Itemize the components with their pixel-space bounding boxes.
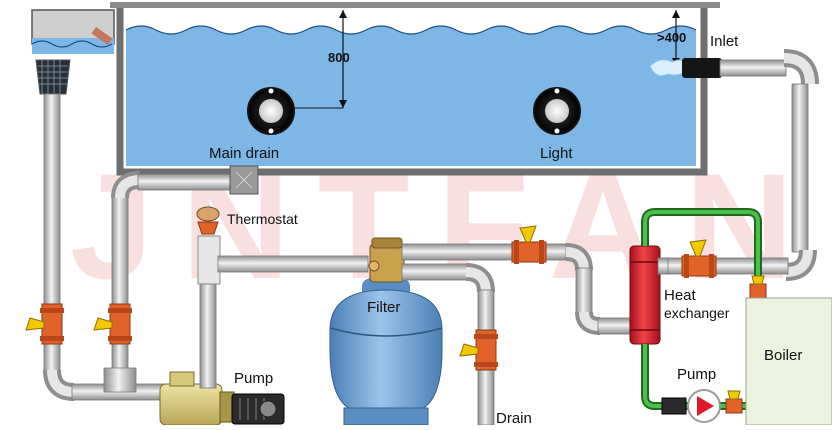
valve-return xyxy=(681,239,717,278)
pool-wall xyxy=(116,8,708,176)
main-pump-label: Pump xyxy=(234,370,273,387)
valve-handle[interactable] xyxy=(25,317,45,331)
skimmer-water xyxy=(32,38,114,54)
boiler-cabinet xyxy=(745,297,832,426)
valve-drain xyxy=(93,303,132,345)
main-drain-label: Main drain xyxy=(209,145,279,162)
skimmer-surface xyxy=(31,40,113,48)
inlet: Inlet xyxy=(649,33,787,78)
light: Light xyxy=(533,87,581,162)
thermostat-housing xyxy=(197,235,221,285)
pump-lid xyxy=(169,371,195,387)
hot-water-loop xyxy=(641,208,767,414)
boiler-valve-top xyxy=(749,283,767,299)
suction-tee xyxy=(103,367,137,393)
inlet-dimension-label: >400 xyxy=(657,30,686,45)
main-pump: Pump xyxy=(159,370,285,426)
light-label: Light xyxy=(540,145,573,162)
backwash-line: Drain xyxy=(401,263,532,427)
main-drain: Main drain xyxy=(209,87,295,162)
watermark-text: JNTFAN xyxy=(70,142,821,310)
filter-base xyxy=(343,407,429,426)
drain-valve-handle[interactable] xyxy=(459,343,479,357)
valve-handle[interactable] xyxy=(93,317,113,331)
filter-label: Filter xyxy=(367,299,400,316)
inlet-nozzle xyxy=(682,58,722,78)
heat-label: Heat xyxy=(664,287,697,304)
boiler: Boiler xyxy=(745,297,832,426)
circulation-pump-label: Pump xyxy=(677,366,716,383)
exchanger-label: exchanger xyxy=(664,305,730,321)
skimmer xyxy=(31,9,115,95)
heat-exchanger: Heat exchanger xyxy=(629,245,730,345)
boiler-label: Boiler xyxy=(764,347,802,364)
drain-line xyxy=(111,195,129,373)
valve-handle[interactable] xyxy=(689,239,707,257)
filter-inlet-pipe xyxy=(217,255,369,273)
valve-skimmer xyxy=(25,303,64,345)
pool xyxy=(110,2,720,176)
pool-deck xyxy=(110,2,720,8)
filter: Filter xyxy=(329,237,443,426)
drain-label: Drain xyxy=(496,410,532,425)
flow-arrow-icon xyxy=(697,396,714,416)
circulation-pump: Pump xyxy=(661,366,721,423)
thermostat-sensor xyxy=(196,206,220,222)
valve-filter-outlet xyxy=(511,225,547,264)
valve-handle[interactable] xyxy=(519,225,537,243)
skimmer-basket xyxy=(35,59,71,95)
pump-body xyxy=(159,383,223,426)
basket-mesh xyxy=(38,60,68,94)
dimensions: 800 >400 xyxy=(292,10,686,109)
thermostat: Thermostat xyxy=(196,206,298,235)
skimmer-flap xyxy=(91,26,113,46)
water-surface-line xyxy=(125,25,697,35)
inlet-pipe xyxy=(719,59,787,77)
light-lens xyxy=(545,99,569,123)
thermostat-label: Thermostat xyxy=(227,211,298,227)
filter-tank xyxy=(329,289,443,411)
inlet-label: Inlet xyxy=(710,33,739,50)
boiler-valve-bottom xyxy=(725,398,743,414)
depth-dimension-label: 800 xyxy=(328,50,350,65)
main-drain-pipe xyxy=(137,173,235,191)
main-drain-lens xyxy=(259,99,283,123)
